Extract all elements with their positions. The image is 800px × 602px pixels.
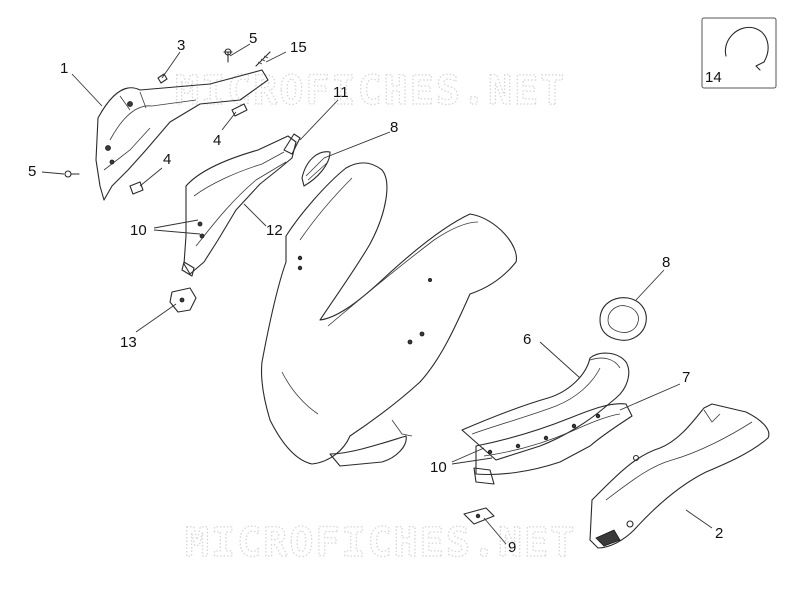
front-fairing xyxy=(260,162,517,467)
callouts: 1 2 3 4 4 5 5 6 7 8 8 9 10 10 11 12 13 1… xyxy=(28,30,723,556)
callout-3: 3 xyxy=(177,37,185,54)
part-13-bracket xyxy=(169,287,197,313)
part-8-vent-ring xyxy=(599,297,647,341)
callout-4-top: 4 xyxy=(213,132,221,149)
part-9-bracket xyxy=(463,507,495,525)
leader-lines xyxy=(41,43,713,545)
part-15-screw xyxy=(255,51,271,67)
part-14-circlip xyxy=(701,17,777,89)
part-5-screw-left xyxy=(64,170,80,178)
part-1-headlight-bracket xyxy=(95,69,269,201)
callout-8-upper: 8 xyxy=(390,119,398,136)
watermark-bottom: MICROFICHES.NET xyxy=(185,520,576,566)
callout-7: 7 xyxy=(682,369,690,386)
callout-15: 15 xyxy=(290,39,307,56)
callout-8-lower: 8 xyxy=(662,254,670,271)
callout-14: 14 xyxy=(705,69,722,86)
callout-5-top: 5 xyxy=(249,30,257,47)
part-5-screw-top xyxy=(223,48,233,63)
part-2-lower-fairing xyxy=(589,403,770,549)
callout-13: 13 xyxy=(120,334,137,351)
callout-11: 11 xyxy=(333,84,349,101)
callout-4-left: 4 xyxy=(163,151,171,168)
part-12-left-inner-duct xyxy=(181,135,297,277)
watermark-top: MICROFICHES.NET xyxy=(175,68,566,114)
part-8-upper-vent xyxy=(301,151,331,187)
callout-12: 12 xyxy=(266,222,283,239)
callout-10-right: 10 xyxy=(430,459,447,476)
part-4-clip-left xyxy=(129,181,144,195)
part-6-right-inner-duct xyxy=(461,352,630,461)
callout-2: 2 xyxy=(715,525,723,542)
callout-6: 6 xyxy=(523,331,531,348)
part-3-screw xyxy=(157,73,168,84)
part-11-upper-vent xyxy=(283,133,301,155)
callout-1: 1 xyxy=(60,60,68,77)
callout-10-left: 10 xyxy=(130,222,147,239)
callout-5-left: 5 xyxy=(28,163,36,180)
part-7-right-lower-duct xyxy=(473,403,633,485)
callout-9: 9 xyxy=(508,539,516,556)
